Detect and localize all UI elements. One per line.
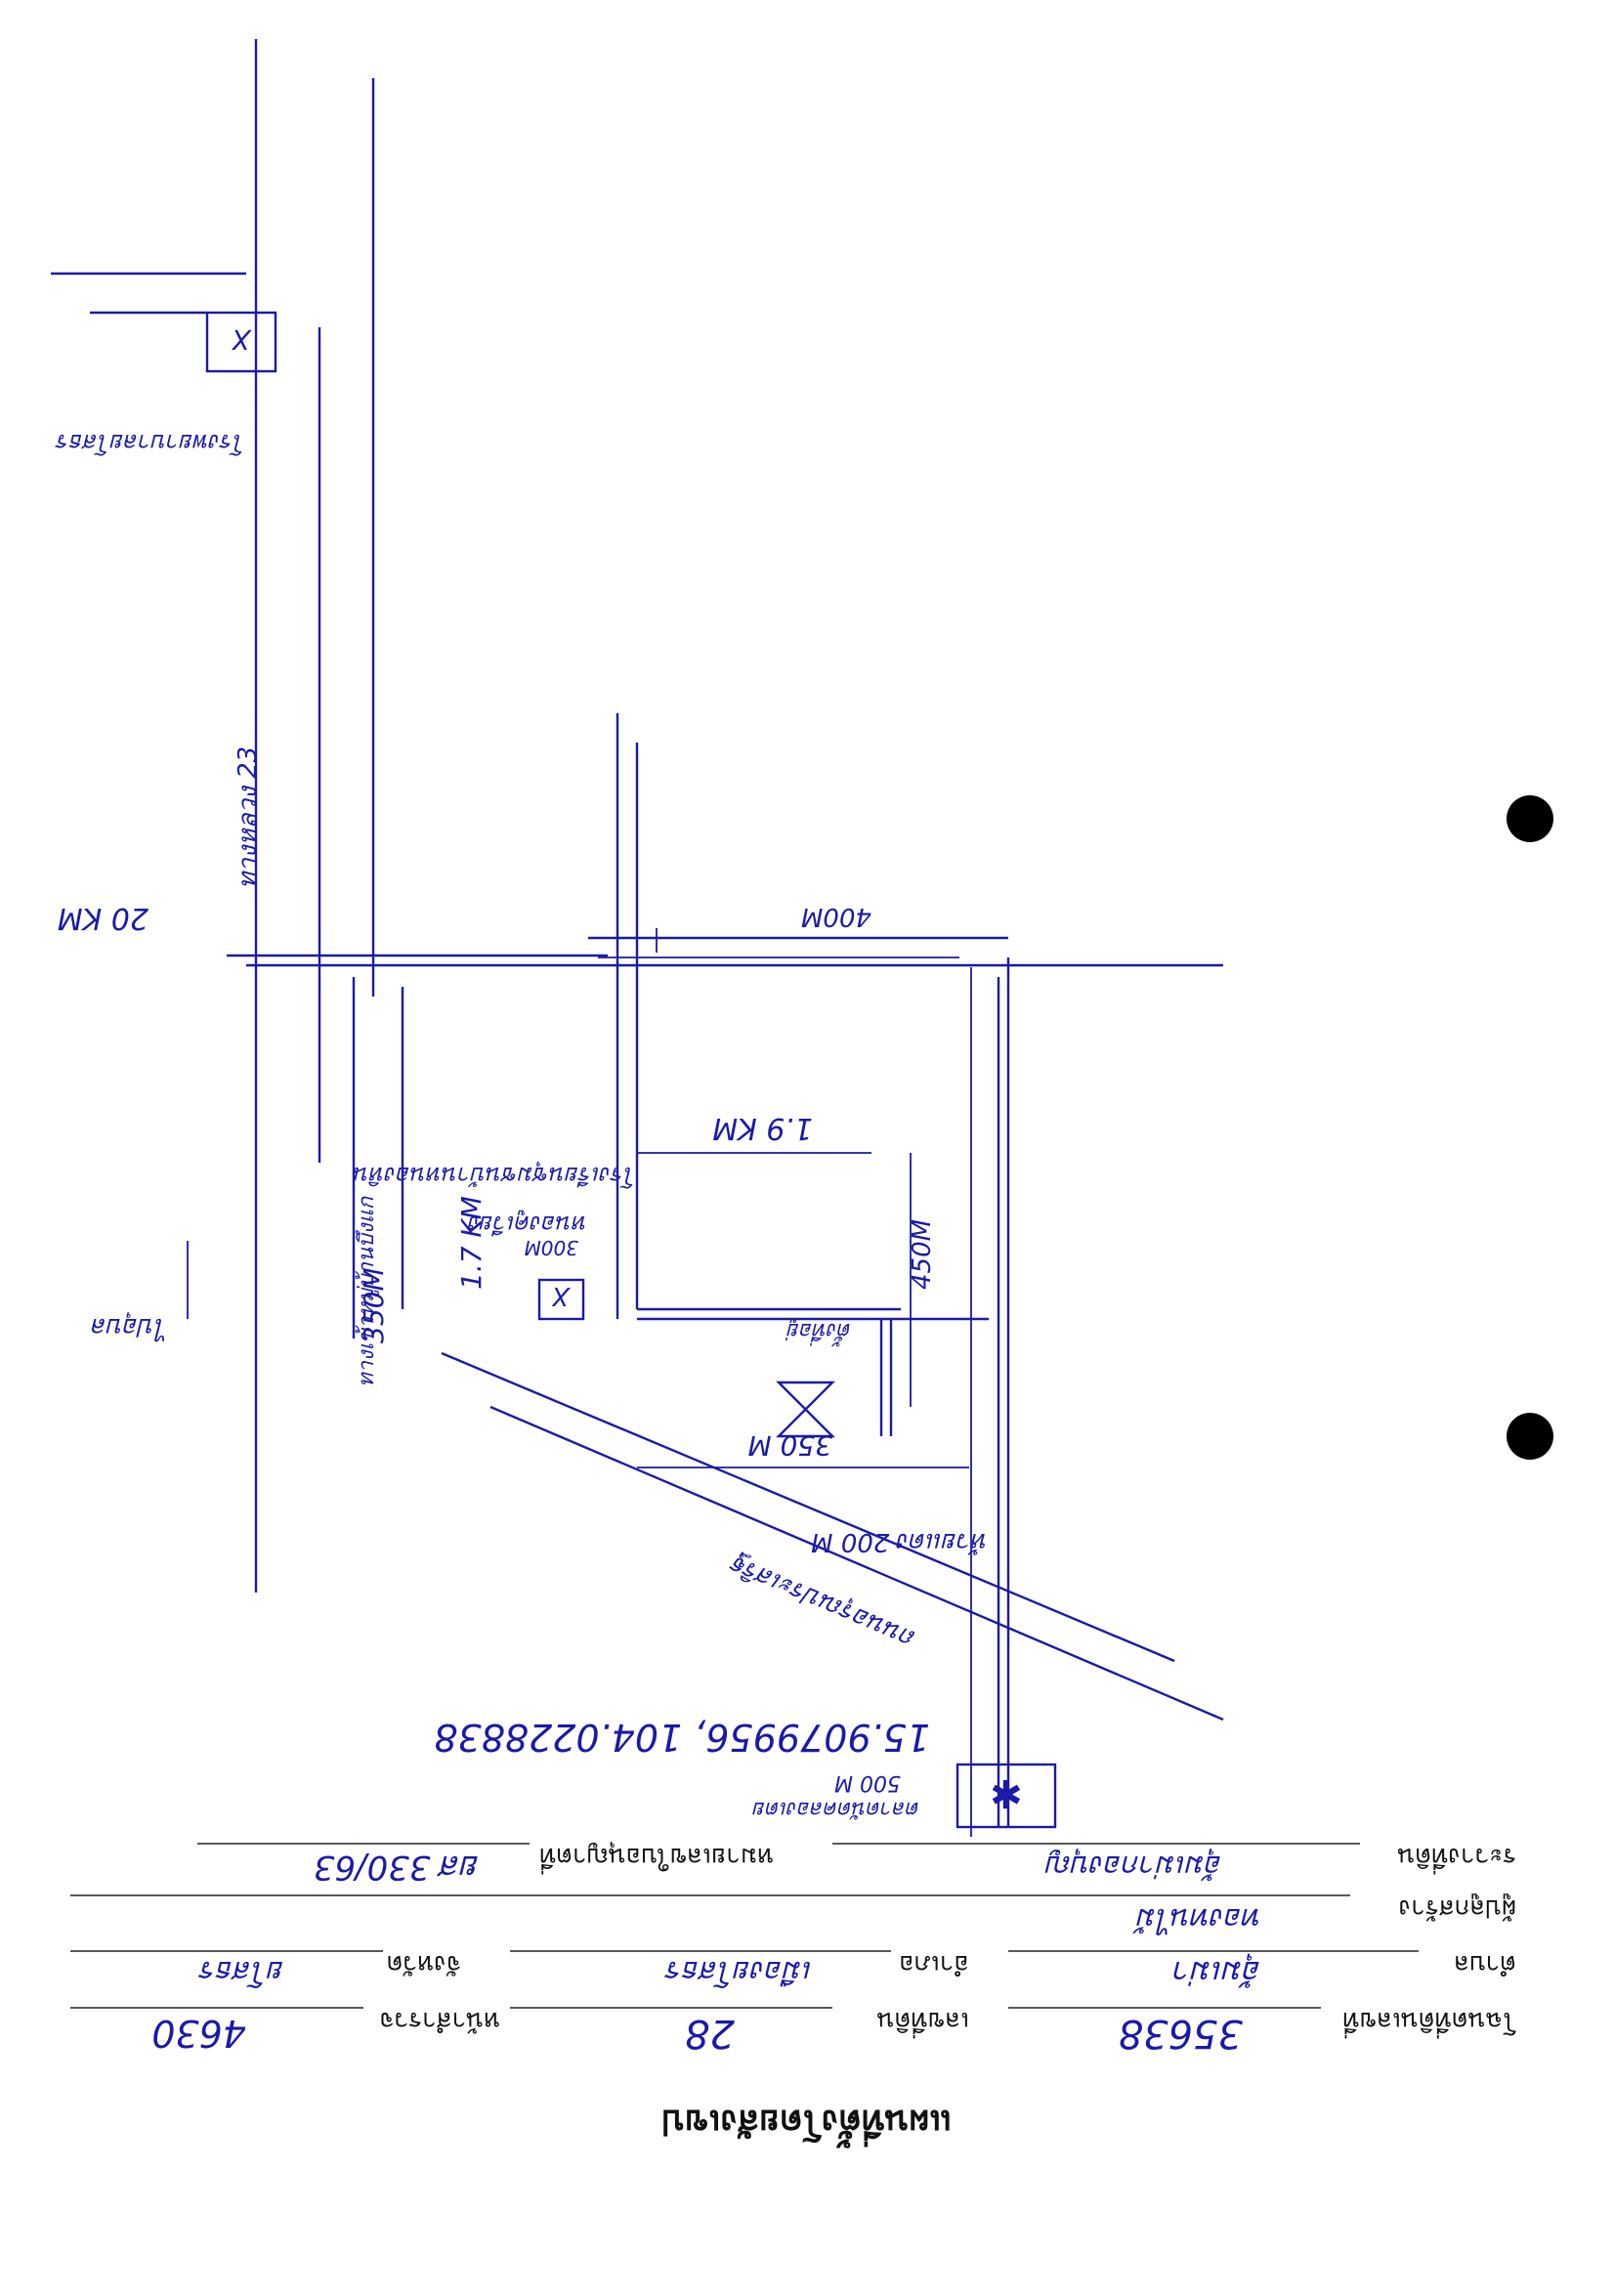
land-number-value: 28: [685, 2011, 735, 2056]
subdistrict-value: อุ้มเม่า: [1173, 1953, 1262, 1991]
landmark-marker-small: X: [551, 1281, 572, 1310]
permit-number-label: หมายเลขใบอนุญาตที่: [539, 1842, 774, 1875]
survey-page-label: หน้าสำรวจ: [379, 2006, 500, 2035]
arrow-label: ไปอุบล: [91, 1312, 168, 1342]
landmark-box-small: [537, 1278, 585, 1321]
deed-number-label: โฉนดที่ดินเลขที่: [1342, 2006, 1516, 2039]
dist-1-7km: 1.7 KM: [455, 1196, 488, 1290]
survey-page-value: 4630: [151, 2012, 246, 2055]
diagonal-road-lower: [441, 1351, 1175, 1663]
dist-350m-right: 350 M: [747, 1429, 832, 1462]
site-distance: 500 M: [834, 1770, 901, 1795]
builder-value: ทองทนไม้: [1131, 1901, 1262, 1935]
site-description: ตลาดนัดคลองเตย: [751, 1797, 920, 1821]
school-sub-label: หนองคูเวียง: [467, 1210, 588, 1238]
form-title: แผนที่ตั้งโดยสังเขป: [662, 2102, 953, 2148]
permit-number-value: ยส 330/63: [314, 1848, 481, 1887]
side-road-label: ทางเข้าหมู่บ้านบึงแก: [355, 1195, 379, 1387]
pole-label: ตั้งที่อยู่: [785, 1318, 852, 1347]
dist-450m: 450M: [908, 1219, 937, 1290]
subdistrict-label: ตำบล: [1454, 1949, 1516, 1978]
district-label: อำเภอ: [899, 1949, 969, 1978]
dist-20km: 20 KM: [58, 901, 149, 935]
school-name: โรงเรียนชุมชนบ้านหนองหิน: [354, 1161, 637, 1189]
pole-marker: [776, 1381, 835, 1438]
province-label: จังหวัด: [386, 1949, 461, 1978]
deed-number-value: 35638: [1119, 2011, 1243, 2056]
punch-hole-upper: [1507, 795, 1553, 842]
dist-350m-left: 350M: [358, 1267, 390, 1343]
land-number-label: เลขที่ดิน: [876, 2006, 969, 2039]
map-sheet-label: ระวางที่ดิน: [1397, 1842, 1516, 1875]
gps-coordinates: 15.9079956, 104.0228838: [434, 1716, 930, 1759]
diagonal-road-label: ถนนอรุณประเสริฐ: [725, 1549, 921, 1654]
diagonal-road-upper: [489, 1405, 1224, 1722]
landmark-box-large: [205, 311, 277, 373]
site-box: [956, 1763, 1057, 1829]
hospital-label: โรงพยาบาลยโสธร: [54, 429, 246, 456]
builder-label: ผู้ปลูกสร้าง: [1398, 1893, 1516, 1923]
highway-name: ทางหลวง 23: [234, 746, 263, 889]
district-value: เมืองยโสธร: [663, 1954, 813, 1989]
dist-1-9km: 1.9 KM: [712, 1111, 813, 1145]
map-sheet-value: อุ้มเม่ากองบุญ: [1044, 1849, 1223, 1883]
landmark-marker-large: X: [232, 323, 253, 356]
punch-hole-lower: [1507, 1413, 1553, 1460]
dist-300m: 300M: [525, 1236, 578, 1259]
site-marker: ✱: [990, 1770, 1023, 1815]
dist-400m: 400M: [801, 902, 871, 931]
dist-200m-side: ห้วยแดง 200 M: [811, 1527, 989, 1556]
province-value: ยโสธร: [197, 1954, 285, 1989]
